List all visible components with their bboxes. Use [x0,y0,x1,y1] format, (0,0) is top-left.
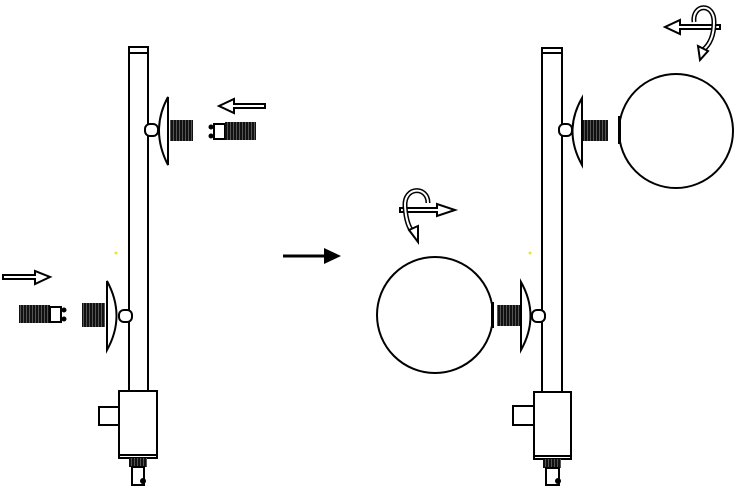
base-box [98,390,158,459]
bottom-socket [129,458,147,486]
lower-bulb [19,305,67,323]
bottom-socket [543,459,561,486]
marker-dot [114,251,118,255]
base-box [512,391,572,460]
insert-arrow-left-icon [216,97,266,115]
upper-bulb [208,122,256,140]
lower-shade [497,278,546,354]
lower-shade [82,280,133,354]
rotate-arrow-icon [399,188,459,245]
rotate-arrow-icon [662,5,721,63]
fixture-after [376,5,734,486]
upper-shade [558,94,608,169]
insert-arrow-right-icon [2,269,53,286]
upper-globe [618,73,734,189]
fixture-before [2,46,266,486]
marker-dot [528,251,532,255]
pole [541,47,563,393]
lower-globe [376,256,494,374]
pole [128,46,149,393]
upper-shade [144,96,193,166]
next-step-arrow-icon [283,248,341,264]
